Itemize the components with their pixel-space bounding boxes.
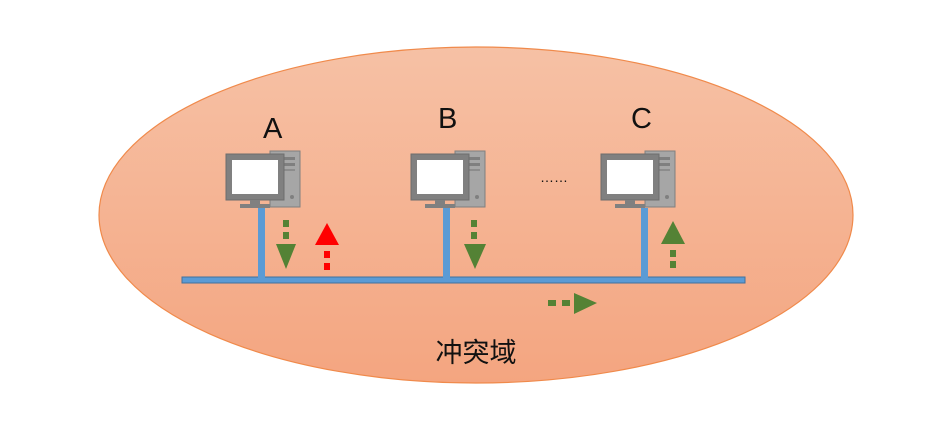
- bus-propagation-arrow: [548, 293, 597, 314]
- ellipsis-label: ……: [540, 169, 568, 185]
- host-c-computer-icon: [600, 150, 676, 209]
- host-b-incoming-signal-arrow: [464, 220, 486, 269]
- host-b-link: [443, 208, 450, 279]
- host-a-link: [258, 208, 265, 279]
- host-a-label: A: [263, 113, 283, 145]
- host-c-label: C: [631, 103, 652, 135]
- host-c-link: [641, 208, 648, 279]
- shared-bus: [181, 276, 746, 284]
- host-a-outgoing-signal-arrow: [315, 223, 339, 270]
- host-b-label: B: [438, 103, 457, 135]
- host-b-computer-icon: [410, 150, 486, 209]
- collision-domain-label: 冲突域: [436, 338, 517, 369]
- host-a-incoming-signal-arrow: [276, 220, 296, 269]
- host-a-computer-icon: [225, 150, 301, 209]
- collision-domain-ellipse: [98, 46, 854, 384]
- host-c-outgoing-signal-arrow: [661, 221, 685, 268]
